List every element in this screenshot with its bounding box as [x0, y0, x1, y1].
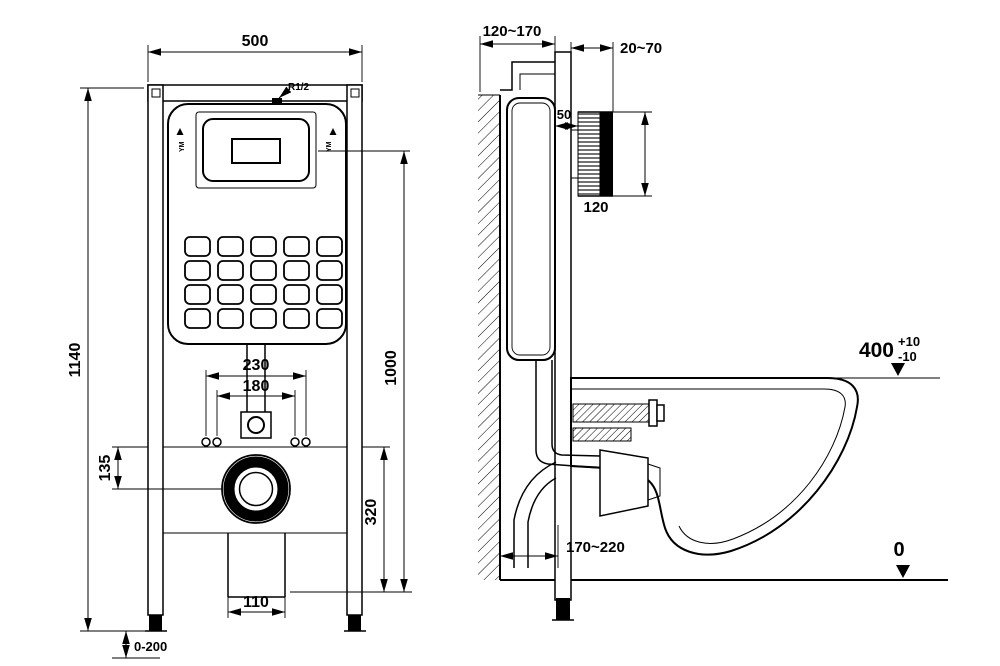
- mounting-frame: [145, 84, 366, 632]
- dim-drain-height: 320: [362, 446, 390, 592]
- adjust-mark-icon: [329, 128, 337, 135]
- post-foot: [556, 598, 570, 620]
- drain-height-label: 320: [363, 499, 380, 526]
- bowl-height-label: 400: [859, 339, 894, 362]
- floor-level-label: 0: [893, 539, 904, 561]
- dim-frame-width: 500: [147, 33, 363, 82]
- plate-width-label: 120: [583, 199, 608, 216]
- bowl-height-tol-plus: +10: [898, 334, 920, 349]
- dim-bolt-outer: 230: [205, 357, 307, 436]
- bolt-to-drain-label: 135: [97, 455, 114, 482]
- dim-outlet-width: 110: [227, 594, 286, 618]
- dim-plate-width: 120: [583, 111, 652, 216]
- foot-adjustment-label: 0-200: [134, 639, 167, 654]
- wall-section: [478, 94, 501, 580]
- level-marker-icon: [891, 363, 905, 376]
- flush-plate-side: [571, 111, 613, 197]
- bolt-inner-label: 180: [243, 378, 270, 395]
- access-grid: [184, 236, 343, 329]
- left-foot: [149, 615, 162, 631]
- plate-center-height-label: 1000: [383, 350, 400, 386]
- flush-button: [231, 138, 281, 164]
- dim-frame-depth: 120~170: [479, 23, 556, 94]
- dim-frame-height: 1140: [67, 87, 146, 632]
- bowl-height-tol-minus: -10: [898, 349, 917, 364]
- flush-cone-side: [599, 449, 661, 517]
- cistern-mark-right: YM: [326, 141, 333, 152]
- wall-hatch: [478, 95, 500, 580]
- fixing-bolt-holes: [201, 437, 311, 447]
- inlet-fitting-icon: [272, 98, 282, 104]
- frame-height-label: 1140: [67, 343, 84, 378]
- water-inlet-label: R1/2: [288, 82, 310, 93]
- cistern-mark-left: YM: [179, 141, 186, 152]
- flush-plate-front: YM YM: [176, 111, 337, 189]
- floor-marker-icon: [896, 565, 910, 578]
- pipes-side: [513, 360, 601, 568]
- dim-bolt-inner: 180: [216, 378, 296, 436]
- right-foot: [348, 615, 361, 631]
- top-clearance-label: 50: [557, 107, 571, 122]
- dim-panel-offset: 20~70: [570, 40, 662, 112]
- frame-post-side: [500, 51, 574, 621]
- frame-width-label: 500: [242, 33, 269, 50]
- front-view: YM YM: [67, 33, 412, 659]
- outlet-width-label: 110: [243, 594, 269, 611]
- drain-outlet-front: [221, 454, 291, 524]
- bolt-outer-label: 230: [243, 357, 270, 374]
- cistern-side: [506, 97, 556, 361]
- water-inlet-callout: R1/2: [272, 82, 310, 104]
- dim-foot-adjustment: 0-200: [112, 630, 167, 659]
- dim-floor-level: 0: [893, 539, 910, 578]
- fixing-bolts-side: [572, 399, 665, 442]
- dim-bolt-to-drain: 135: [97, 446, 222, 490]
- dim-bowl-height: 400 +10 -10: [830, 334, 940, 379]
- dim-plate-center-height: 1000: [290, 150, 412, 593]
- frame-depth-label: 120~170: [483, 23, 542, 40]
- drain-distance-label: 170~220: [566, 539, 625, 556]
- outlet-bracket: [227, 533, 286, 598]
- panel-offset-label: 20~70: [620, 40, 662, 57]
- adjust-mark-icon: [176, 128, 184, 135]
- dim-drain-distance: 170~220: [500, 525, 625, 568]
- side-view: 120~170 20~70 50 120 400 +10 -10: [478, 23, 948, 621]
- dim-top-clearance: 50: [555, 107, 579, 130]
